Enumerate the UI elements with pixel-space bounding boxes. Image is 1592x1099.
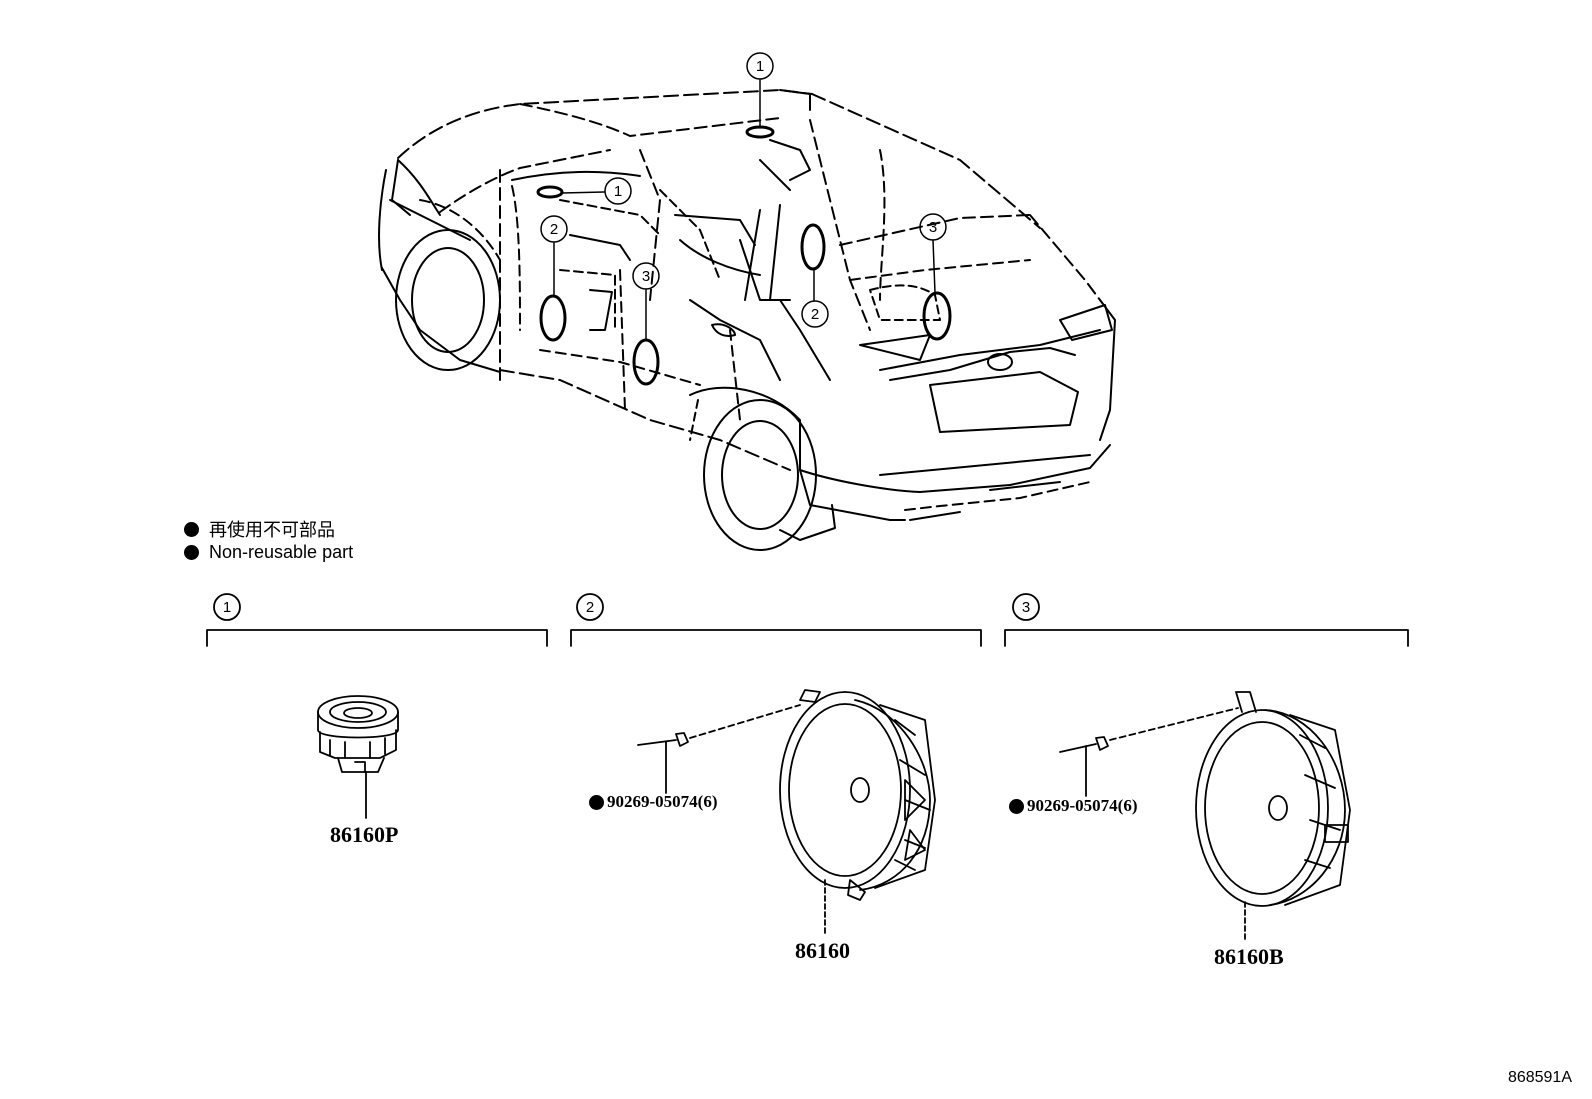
part-number-86160[interactable]: 86160 xyxy=(795,938,850,963)
vehicle-speaker-markers xyxy=(536,125,952,386)
speaker-86160b-drawing xyxy=(1109,691,1351,943)
callout-number-1: 1 xyxy=(756,58,764,75)
callout-number-3: 3 xyxy=(642,268,650,285)
non-reusable-dot-icon xyxy=(1009,798,1024,814)
vehicle-callouts xyxy=(540,52,947,328)
vehicle-callout-numbers: 1 1 2 3 2 3 xyxy=(550,58,937,323)
screw-number-group3[interactable]: 90269-05074(6) xyxy=(1009,796,1137,816)
legend-en: Non-reusable part xyxy=(184,542,353,563)
non-reusable-dot-icon xyxy=(589,794,604,810)
speaker-86160-drawing xyxy=(689,689,936,936)
group-marker-3: 3 xyxy=(1022,599,1030,616)
illustration-reference: 868591A xyxy=(1507,1069,1572,1086)
callout-number-3: 3 xyxy=(929,219,937,236)
part-number-86160p[interactable]: 86160P xyxy=(330,822,399,847)
part-number-86160b[interactable]: 86160B xyxy=(1214,944,1284,969)
vehicle-outline xyxy=(378,89,1116,551)
legend-jp-text: 再使用不可部品 xyxy=(209,520,335,540)
screw-number-text: 90269-05074(6) xyxy=(607,792,718,811)
callout-number-1: 1 xyxy=(614,183,622,200)
group-marker-1: 1 xyxy=(223,599,231,616)
callout-number-2: 2 xyxy=(811,306,819,323)
non-reusable-dot-icon xyxy=(184,545,199,560)
screw-number-text: 90269-05074(6) xyxy=(1027,796,1138,815)
group-marker-numbers: 1 2 3 xyxy=(223,599,1030,616)
vehicle-leader-lines xyxy=(553,79,936,341)
group-marker-2: 2 xyxy=(586,599,594,616)
screw-2-drawing xyxy=(637,732,689,794)
legend-jp: 再使用不可部品 xyxy=(184,516,335,542)
callout-number-2: 2 xyxy=(550,221,558,238)
screw-number-group2[interactable]: 90269-05074(6) xyxy=(589,792,717,812)
tweeter-drawing xyxy=(317,695,399,819)
non-reusable-dot-icon xyxy=(184,521,199,537)
group-brackets xyxy=(206,593,1409,647)
screw-3-drawing xyxy=(1059,736,1109,797)
legend-en-text: Non-reusable part xyxy=(209,542,354,562)
